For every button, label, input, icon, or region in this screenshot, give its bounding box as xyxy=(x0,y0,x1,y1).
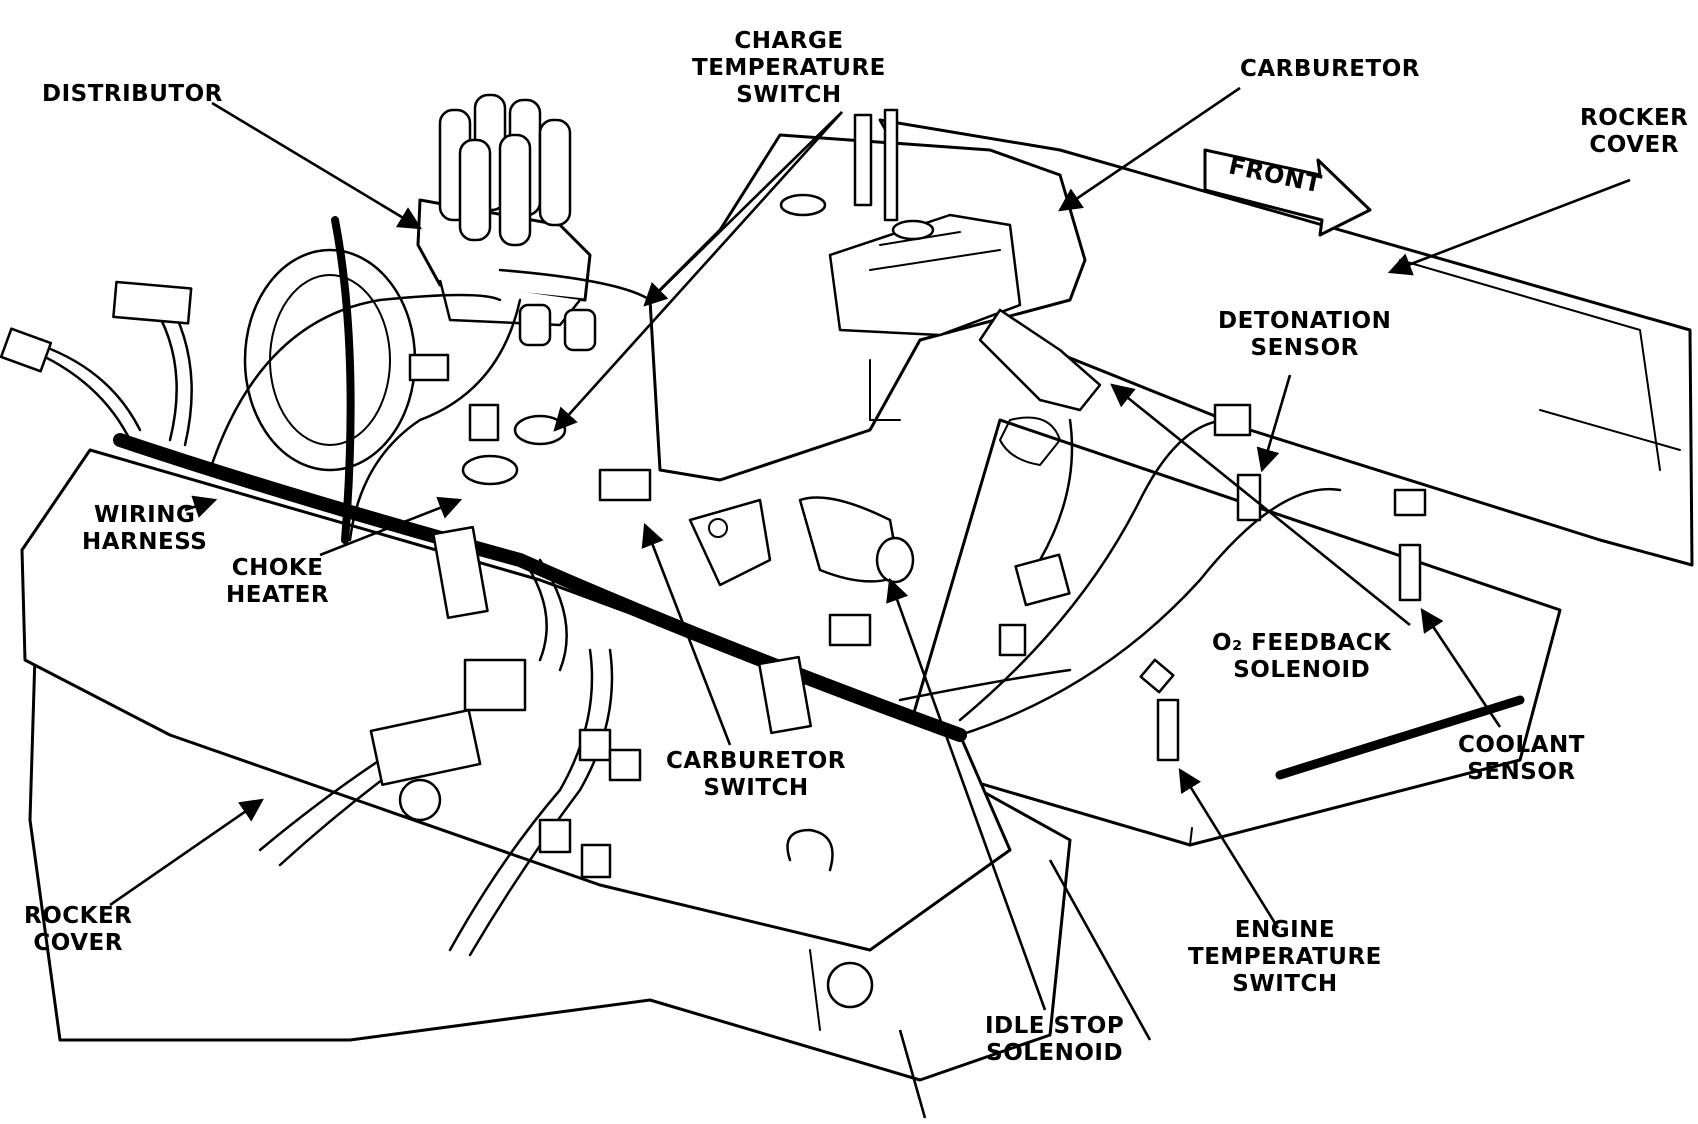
front-direction-arrow xyxy=(1203,148,1372,237)
label-engine-temperature-switch: ENGINE TEMPERATURE SWITCH xyxy=(1188,917,1382,997)
label-idle-stop-solenoid: IDLE STOP SOLENOID xyxy=(985,1013,1125,1066)
label-detonation-sensor: DETONATION SENSOR xyxy=(1218,308,1392,361)
label-choke-heater: CHOKE HEATER xyxy=(226,555,330,608)
label-rocker-cover-right: ROCKER COVER xyxy=(1580,105,1689,158)
label-carburetor-switch: CARBURETOR SWITCH xyxy=(666,748,846,801)
label-wiring-harness: WIRING HARNESS xyxy=(82,502,208,555)
label-rocker-cover-left: ROCKER COVER xyxy=(24,903,133,956)
leader-lines xyxy=(109,86,1631,1119)
label-o2-feedback-solenoid: O₂ FEEDBACK SOLENOID xyxy=(1212,630,1392,683)
wiring-harness-shape xyxy=(28,216,1342,957)
label-charge-temperature-switch: CHARGE TEMPERATURE SWITCH xyxy=(692,28,886,108)
label-carburetor: CARBURETOR xyxy=(1240,56,1420,82)
label-distributor: DISTRIBUTOR xyxy=(42,81,223,107)
connectors-shape xyxy=(0,280,1427,879)
label-coolant-sensor: COOLANT SENSOR xyxy=(1458,732,1585,785)
intake-deck-shape xyxy=(898,418,1562,847)
distributor-shape xyxy=(243,93,592,472)
